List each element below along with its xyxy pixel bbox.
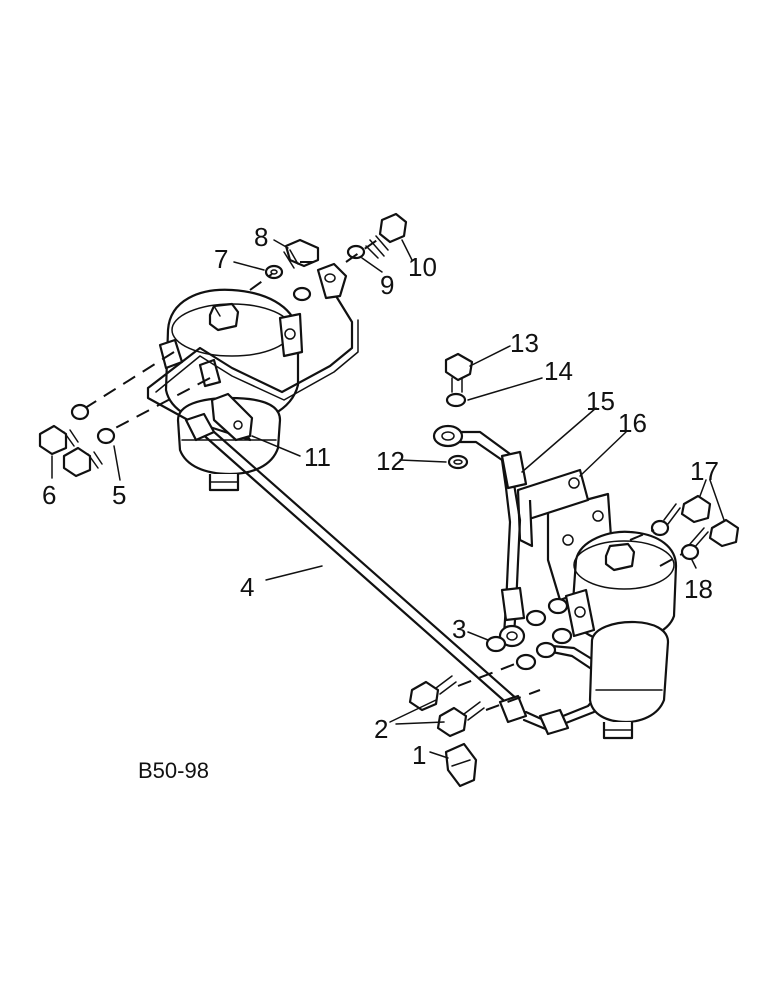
callout-5: 5 [112, 480, 126, 510]
figure-code: B50-98 [138, 758, 209, 783]
callout-2: 2 [374, 714, 388, 744]
clamp-11 [210, 392, 254, 442]
callout-1: 1 [412, 740, 426, 770]
callout-12: 12 [376, 446, 405, 476]
right-fuel-filter [516, 468, 678, 740]
callout-8: 8 [254, 222, 268, 252]
callout-15: 15 [586, 386, 615, 416]
callout-10: 10 [408, 252, 437, 282]
callout-16: 16 [618, 408, 647, 438]
callout-6: 6 [42, 480, 56, 510]
pipe-4 [198, 430, 512, 708]
callout-11: 11 [304, 442, 331, 472]
leader-lines [51, 239, 725, 759]
callout-7: 7 [214, 244, 228, 274]
callout-9: 9 [380, 270, 394, 300]
callout-17: 17 [690, 456, 719, 486]
callout-18: 18 [684, 574, 713, 604]
callout-3: 3 [452, 614, 466, 644]
callout-13: 13 [510, 328, 539, 358]
callout-14: 14 [544, 356, 573, 386]
callout-4: 4 [240, 572, 254, 602]
clip-1 [444, 742, 478, 788]
